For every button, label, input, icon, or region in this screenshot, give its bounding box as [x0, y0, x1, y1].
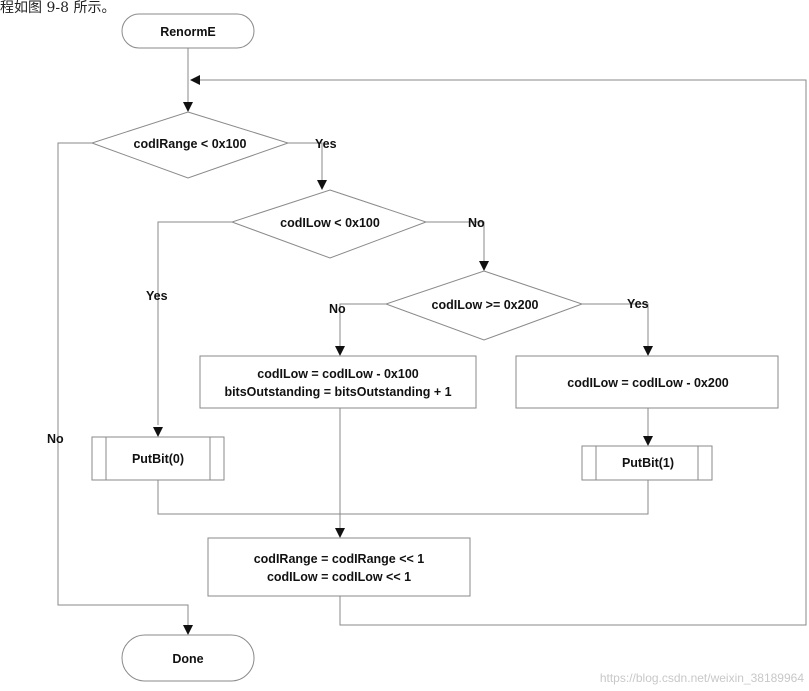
putbit1-box: PutBit(1)	[581, 445, 713, 481]
process-shift-line2: codILow = codILow << 1	[267, 570, 411, 584]
edge-label-low200-no: No	[329, 302, 346, 316]
edge-label-range-no: No	[47, 432, 64, 446]
connector-low200-yes	[582, 303, 649, 346]
connector-loop-back	[200, 79, 807, 626]
process-shift-line1: codIRange = codIRange << 1	[254, 552, 425, 566]
edge-label-low200-yes: Yes	[627, 297, 649, 311]
caption-text: 程如图 9-8 所示。	[0, 0, 115, 16]
process-sub200: codILow = codILow - 0x200	[515, 355, 779, 409]
connectors	[57, 48, 807, 626]
start-terminator: RenormE	[121, 13, 255, 49]
connector-merge	[157, 480, 649, 515]
arrow-into-putbit1	[643, 436, 653, 446]
process-shift: codIRange = codIRange << 1 codILow = cod…	[207, 537, 471, 597]
process-sub200-label: codILow = codILow - 0x200	[567, 376, 729, 390]
putbit0-label: PutBit(0)	[132, 452, 184, 466]
edge-label-low-no: No	[468, 216, 485, 230]
arrow-into-sub100	[335, 346, 345, 356]
start-label: RenormE	[160, 25, 216, 39]
edge-label-range-yes: Yes	[315, 137, 337, 151]
decision-low200: codILow >= 0x200	[384, 270, 584, 341]
decision-low200-label: codILow >= 0x200	[432, 298, 539, 312]
watermark: https://blog.csdn.net/weixin_38189964	[600, 671, 804, 685]
edge-label-low-yes: Yes	[146, 289, 168, 303]
connector-low-no	[426, 221, 485, 261]
arrow-into-sub200	[643, 346, 653, 356]
arrow-loop-entry	[190, 75, 200, 85]
process-sub100: codILow = codILow - 0x100 bitsOutstandin…	[199, 355, 477, 409]
connector-range-no	[57, 142, 189, 625]
arrow-into-decision-low200	[479, 261, 489, 271]
end-terminator: Done	[121, 634, 255, 682]
process-sub100-line2: bitsOutstanding = bitsOutstanding + 1	[224, 385, 451, 399]
arrow-into-done	[183, 625, 193, 635]
connector-range-yes	[288, 142, 323, 180]
process-sub100-line1: codILow = codILow - 0x100	[257, 367, 419, 381]
arrow-into-putbit0	[153, 427, 163, 437]
decision-range: codIRange < 0x100	[90, 111, 290, 179]
decision-low: codILow < 0x100	[230, 189, 428, 259]
arrow-into-decision-range	[183, 102, 193, 112]
arrowheads	[153, 75, 653, 635]
putbit0-box: PutBit(0)	[91, 436, 225, 481]
decision-low-label: codILow < 0x100	[280, 216, 380, 230]
arrow-into-decision-low	[317, 180, 327, 190]
arrow-into-shift	[335, 528, 345, 538]
connector-low-yes	[157, 221, 232, 425]
decision-range-label: codIRange < 0x100	[134, 137, 247, 151]
connector-low200-no	[339, 303, 386, 346]
end-label: Done	[172, 652, 203, 666]
putbit1-label: PutBit(1)	[622, 456, 674, 470]
